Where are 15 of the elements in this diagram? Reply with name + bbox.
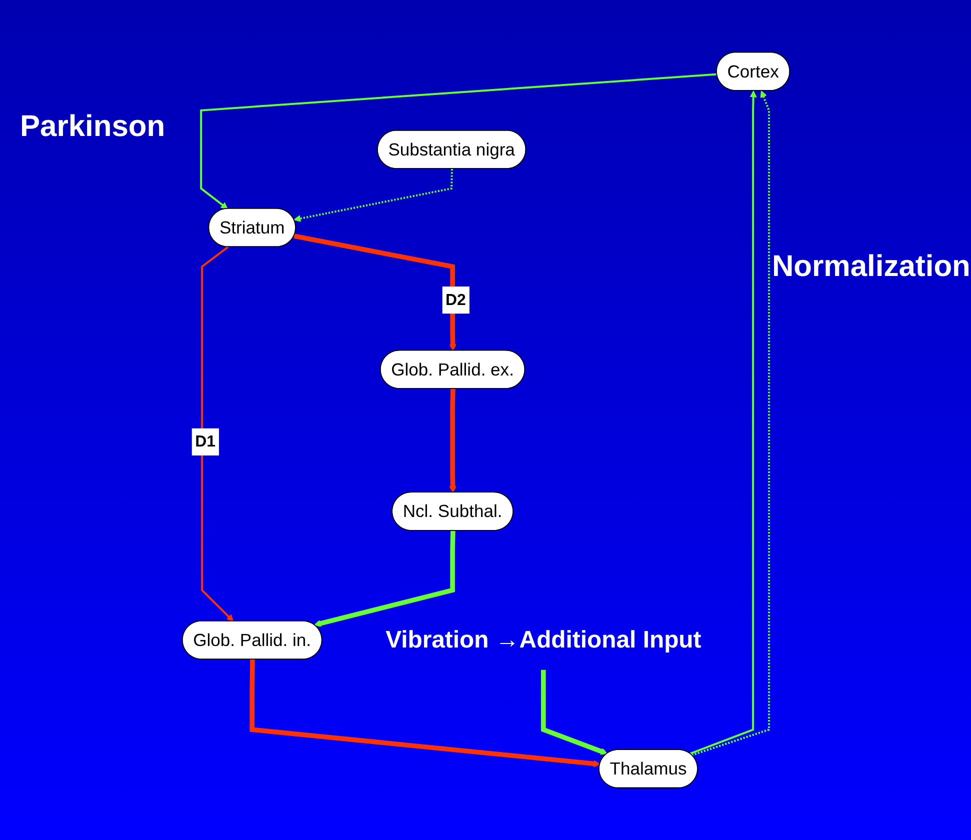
edge-label: D1 (194, 433, 215, 451)
note-text: Parkinson (20, 110, 166, 144)
arrow (293, 168, 452, 222)
arrow (200, 73, 717, 210)
arrow (689, 90, 756, 755)
arrow (293, 234, 456, 351)
note-text: Normalization (772, 250, 970, 284)
arrow (691, 90, 770, 756)
arrow (314, 530, 455, 627)
node-text: Vibration →Additional Input (385, 626, 701, 654)
edge-label: D2 (445, 291, 466, 309)
arrow (200, 246, 234, 622)
arrow (448, 388, 456, 493)
arrow (540, 670, 608, 755)
arrow (249, 659, 600, 768)
